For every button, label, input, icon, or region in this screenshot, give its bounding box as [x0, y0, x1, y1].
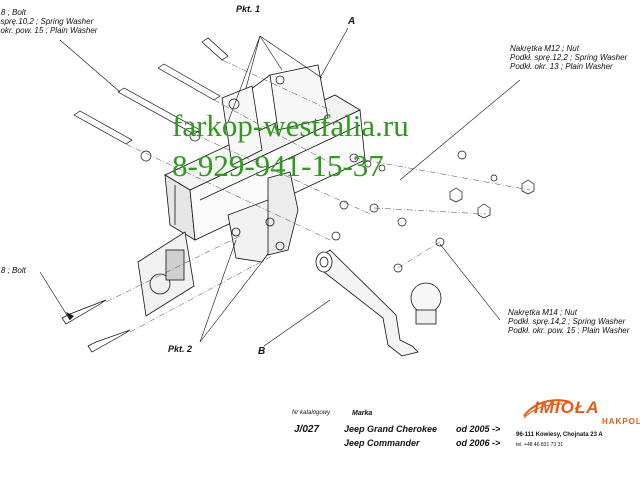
callout-a: A — [348, 16, 356, 27]
label-line: M10-8,8 ; Bolt — [0, 8, 26, 17]
company-phone: tel. +48 46 831 73 31 — [516, 442, 564, 448]
watermark-phone: 8-929-941-15-37 — [172, 148, 384, 183]
label-line: Nakrętka M12 ; Nut — [510, 44, 579, 53]
model-2-from: od 2006 -> — [456, 438, 501, 448]
model-1-from: od 2005 -> — [456, 424, 501, 434]
nuts-washers — [331, 150, 535, 273]
label-line: Podkł. okr. 13 ; Plain Washer — [510, 62, 613, 71]
label-nut-m12: Nakrętka M12 ; Nut Podkł. sprę.12,2 ; Sp… — [510, 44, 627, 71]
brand-label: Marka — [352, 410, 373, 417]
company-subtitle: HAKPOL — [602, 417, 640, 426]
leader-lines — [39, 27, 521, 347]
label-bolt-upper: M10-8,8 ; Bolt Podkł. sprę.10,2 ; Spring… — [0, 8, 97, 35]
callout-b: B — [258, 346, 266, 357]
model-2: Jeep Commander — [344, 438, 420, 448]
socket-plate — [137, 231, 195, 317]
label-line: Podkł. okr. pow. 15 ; Plain Washer — [508, 326, 630, 335]
label-line: Podkł. okr. pow. 15 ; Plain Washer — [0, 26, 98, 35]
assembly-lines — [105, 59, 531, 333]
label-bolt-lower: M12-8,8 ; Bolt — [0, 266, 26, 275]
label-line: Podkł. sprę.12,2 ; Spring Washer — [510, 53, 628, 62]
label-line: Nakrętka M14 ; Nut — [508, 308, 577, 317]
left-bracket — [221, 85, 263, 166]
logo-swoosh-icon — [523, 399, 571, 419]
company-logo-text: IMIOŁA — [534, 398, 600, 417]
company-address: 96-111 Kowiesy, Chojnata 23 A — [516, 432, 603, 438]
tow-ball-arm — [315, 249, 442, 357]
right-bracket — [249, 64, 329, 131]
model-1: Jeep Grand Cherokee — [344, 424, 438, 434]
label-nut-m14: Nakrętka M14 ; Nut Podkł. sprę.14,2 ; Sp… — [508, 308, 629, 335]
catalog-number: J/027 — [294, 424, 320, 435]
watermark-site: farkop-westfalia.ru — [172, 108, 409, 143]
label-line: Podkł. sprę.14,2 ; Spring Washer — [508, 317, 626, 326]
callout-pkt-1: Pkt. 1 — [236, 4, 261, 14]
bolts-lower — [61, 299, 131, 353]
callout-pkt-2: Pkt. 2 — [168, 344, 193, 354]
company-logo: IMIOŁA HAKPOL — [522, 396, 640, 428]
bolts-upper — [73, 37, 285, 162]
label-line: Podkł. sprę.10,2 ; Spring Washer — [0, 17, 94, 26]
catalog-label: Nr katalogowy — [292, 410, 331, 416]
center-bracket — [227, 171, 299, 263]
